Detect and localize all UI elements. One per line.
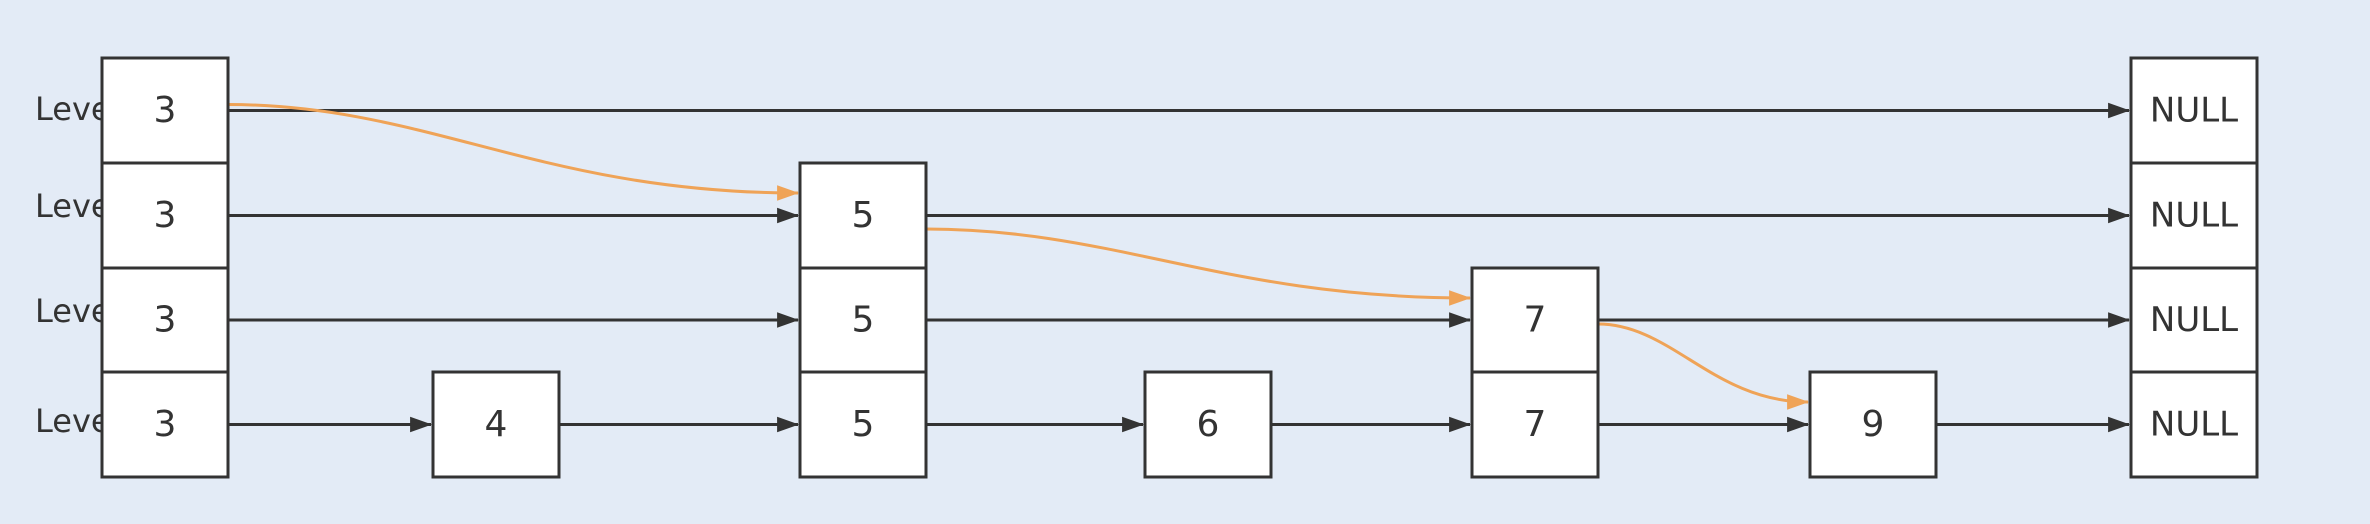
forward-links <box>228 102 2131 433</box>
node-value: NULL <box>2150 300 2238 340</box>
node-value: 6 <box>1197 404 1220 445</box>
node-box <box>431 370 561 479</box>
node-box <box>798 161 928 270</box>
node-tower-n6: 6 <box>1143 370 1273 479</box>
node-value: 4 <box>485 404 508 445</box>
node-value: 9 <box>1862 404 1885 445</box>
node-value: 3 <box>154 300 177 341</box>
node-box <box>1470 370 1600 479</box>
node-value: 3 <box>154 404 177 445</box>
node-value: NULL <box>2150 91 2238 131</box>
node-box <box>1143 370 1273 479</box>
search-path <box>227 103 1810 410</box>
search-path-arrow <box>227 103 800 201</box>
search-path-arrow <box>1597 322 1810 410</box>
node-tower-null: NULL NULL NULL NULL <box>2129 56 2259 479</box>
node-tower-head: 3 3 3 3 <box>100 56 230 479</box>
node-value: 3 <box>154 90 177 131</box>
node-value: 5 <box>852 195 875 236</box>
node-tower-n4: 4 <box>431 370 561 479</box>
node-value: 7 <box>1524 300 1547 341</box>
node-box <box>100 370 230 479</box>
node-value: 5 <box>852 404 875 445</box>
node-tower-n9: 9 <box>1808 370 1938 479</box>
node-tower-n5: 5 5 5 <box>798 161 928 479</box>
node-box <box>798 370 928 479</box>
node-value: NULL <box>2150 405 2238 445</box>
node-box <box>100 161 230 270</box>
node-box <box>798 266 928 374</box>
node-value: 3 <box>154 195 177 236</box>
node-value: NULL <box>2150 196 2238 236</box>
node-box <box>2129 56 2259 165</box>
node-value: 7 <box>1524 404 1547 445</box>
node-box <box>2129 370 2259 479</box>
node-tower-n7: 77 <box>1470 266 1600 479</box>
node-value: 5 <box>852 300 875 341</box>
node-box <box>100 266 230 374</box>
search-path-arrow <box>925 227 1472 306</box>
node-box <box>1808 370 1938 479</box>
node-box <box>100 56 230 165</box>
